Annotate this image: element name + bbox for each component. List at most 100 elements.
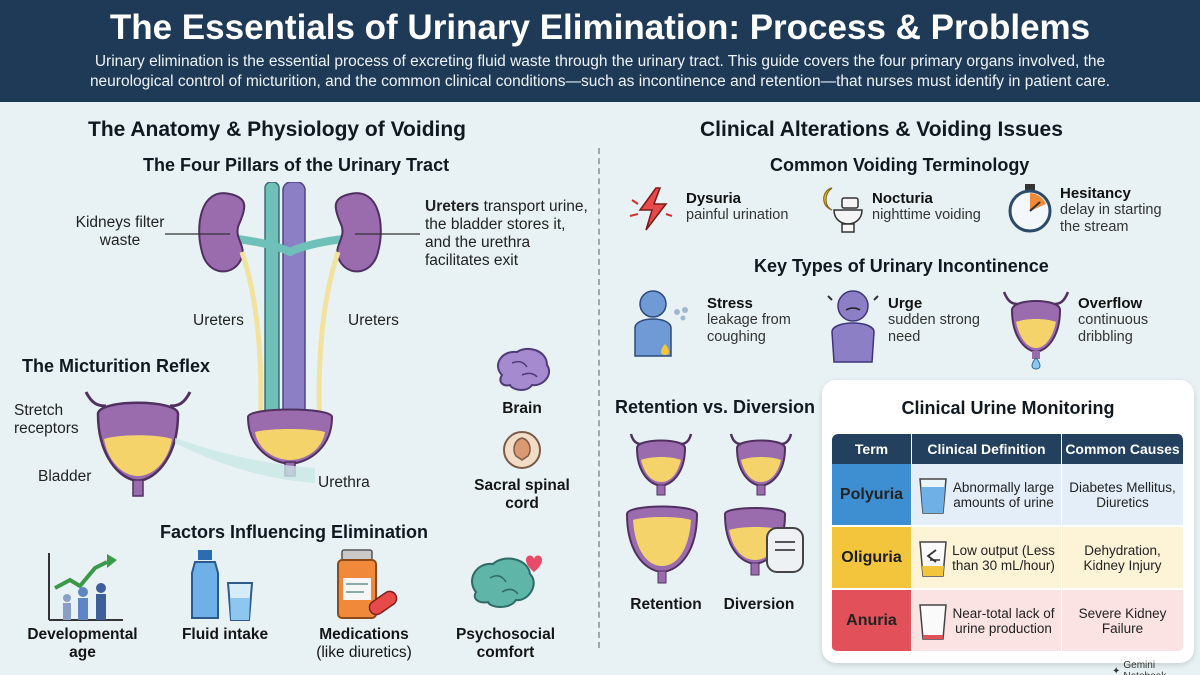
anatomy-heading: The Anatomy & Physiology of Voiding (88, 118, 467, 141)
retention-bladder (625, 505, 699, 584)
row-oliguria-causes: Dehydration, Kidney Injury (1062, 527, 1184, 590)
sacral-label: Sacral spinal cord (474, 477, 570, 512)
organs-text: transport urine, the bladder stores it, … (425, 198, 588, 269)
urine-monitoring-table: Term Clinical Definition Common Causes P… (832, 434, 1184, 653)
page-title: The Essentials of Urinary Elimination: P… (109, 8, 1091, 47)
pillars-title: The Four Pillars of the Urinary Tract (143, 155, 450, 175)
normal-bladder-left (629, 433, 693, 496)
incontinence-overflow: Overflow continuous dribbling (1078, 295, 1178, 346)
term-hesitancy-def: delay in starting the stream (1060, 202, 1162, 235)
incontinence-stress: Stress leakage from coughing (707, 295, 807, 346)
polyuria-definition-text: Abnormally large amounts of urine (952, 479, 1055, 510)
right-kidney (334, 192, 382, 273)
section-divider (598, 148, 600, 648)
row-anuria-definition: Near-total lack of urine production (912, 590, 1062, 653)
medications-icon (337, 549, 398, 619)
developmental-age-icon (48, 553, 123, 621)
row-anuria-term: Anuria (832, 590, 912, 653)
oliguria-definition-text: Low output (Less than 30 mL/hour) (952, 542, 1055, 573)
monitoring-title: Clinical Urine Monitoring (901, 398, 1115, 418)
low-beaker-icon (919, 540, 947, 577)
stretch-label: Stretch receptors (14, 402, 79, 437)
dysuria-lightning-icon (629, 187, 673, 231)
branding: ✦ Gemini Notebook (1112, 660, 1200, 675)
factor-medications: Medications (like diuretics) (305, 626, 423, 662)
row-polyuria-causes: Diabetes Mellitus, Diuretics (1062, 464, 1184, 527)
incontinence-stress-type: Stress (707, 295, 753, 312)
left-kidney (198, 192, 246, 273)
term-nocturia-def: nighttime voiding (872, 207, 981, 223)
intro-text: Urinary elimination is the essential pro… (89, 53, 1111, 90)
nocturia-moon-toilet-icon (823, 187, 863, 233)
branding-text: Gemini Notebook (1123, 660, 1166, 675)
incontinence-title: Key Types of Urinary Incontinence (754, 256, 1049, 276)
header-banner: The Essentials of Urinary Elimination: P… (0, 0, 1200, 102)
urge-person-icon (827, 290, 879, 363)
ureters-label-right: Ureters (348, 312, 399, 329)
kidneys-label: Kidneys filter waste (75, 214, 165, 249)
normal-bladder-right (729, 433, 793, 496)
psychosocial-comfort-icon (471, 555, 542, 608)
table-row: Oliguria Low output (Less than 30 mL/hou… (832, 527, 1184, 590)
stress-coughing-icon (634, 290, 688, 357)
sacral-spinal-cord-icon (503, 431, 541, 469)
retention-diversion-illustration (625, 433, 804, 584)
diversion-bladder-with-bag (723, 507, 804, 576)
organs-leader-line (355, 233, 420, 235)
row-oliguria-definition: Low output (Less than 30 mL/hour) (912, 527, 1062, 590)
term-nocturia-name: Nocturia (872, 190, 933, 207)
term-hesitancy: Hesitancy delay in starting the stream (1060, 185, 1175, 236)
brain-icon (497, 347, 551, 391)
factor-fluid-intake: Fluid intake (181, 626, 269, 643)
urinary-tract-illustration (198, 182, 382, 477)
bladder-label: Bladder (38, 468, 92, 485)
factor-developmental-age: Developmental age (27, 626, 138, 661)
reflex-signal-swoosh (175, 438, 315, 483)
full-beaker-icon (919, 477, 947, 514)
empty-beaker-icon (919, 603, 947, 640)
hesitancy-stopwatch-icon (1008, 184, 1052, 233)
table-header-row: Term Clinical Definition Common Causes (832, 434, 1184, 464)
retention-title: Retention vs. Diversion (615, 397, 816, 417)
factor-medications-title: Medications (319, 626, 409, 643)
term-nocturia: Nocturia nighttime voiding (872, 190, 981, 224)
table-header-term: Term (832, 434, 912, 464)
sparkle-icon: ✦ (1112, 665, 1121, 675)
urethra-label: Urethra (318, 474, 370, 491)
table-header-definition: Clinical Definition (912, 434, 1062, 464)
organs-description: Ureters transport urine, the bladder sto… (425, 198, 595, 270)
reflex-bladder-icon (84, 391, 192, 497)
fluid-intake-icon (191, 550, 254, 621)
terminology-title: Common Voiding Terminology (770, 155, 1030, 175)
anuria-definition-text: Near-total lack of urine production (952, 605, 1055, 636)
table-header-causes: Common Causes (1062, 434, 1184, 464)
clinical-heading: Clinical Alterations & Voiding Issues (700, 118, 1063, 141)
term-dysuria-def: painful urination (686, 207, 789, 223)
factor-psychosocial-comfort: Psychosocial comfort (455, 626, 556, 661)
incontinence-overflow-type: Overflow (1078, 295, 1143, 312)
factor-medications-sub: (like diuretics) (316, 644, 412, 661)
urine-monitoring-card: Clinical Urine Monitoring Term Clinical … (822, 380, 1194, 663)
table-row: Polyuria Abnormally large amounts of uri… (832, 464, 1184, 527)
term-dysuria: Dysuria painful urination (686, 190, 788, 224)
reflex-title: The Micturition Reflex (22, 356, 211, 376)
incontinence-overflow-def: continuous dribbling (1078, 312, 1149, 345)
table-row: Anuria Near-total lack of urine producti… (832, 590, 1184, 653)
ureters-label-left: Ureters (193, 312, 244, 329)
row-oliguria-term: Oliguria (832, 527, 912, 590)
row-polyuria-term: Polyuria (832, 464, 912, 527)
overflow-bladder-icon (1002, 291, 1070, 370)
row-polyuria-definition: Abnormally large amounts of urine (912, 464, 1062, 527)
incontinence-urge-def: sudden strong need (888, 312, 980, 345)
incontinence-urge: Urge sudden strong need (888, 295, 983, 346)
organs-bold: Ureters (425, 198, 480, 215)
incontinence-urge-type: Urge (888, 295, 923, 312)
retention-label: Retention (630, 596, 702, 613)
row-anuria-causes: Severe Kidney Failure (1062, 590, 1184, 653)
term-hesitancy-name: Hesitancy (1060, 185, 1131, 202)
factors-title: Factors Influencing Elimination (160, 522, 429, 542)
diversion-label: Diversion (723, 596, 795, 613)
term-dysuria-name: Dysuria (686, 190, 742, 207)
kidneys-leader-line (165, 233, 230, 235)
brain-label: Brain (502, 400, 542, 417)
